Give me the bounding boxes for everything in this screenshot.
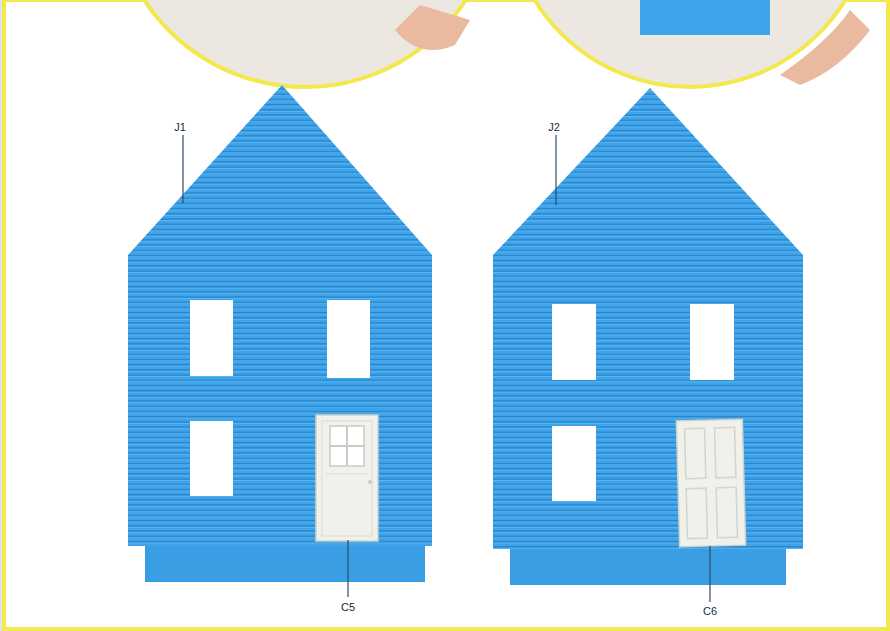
frame xyxy=(4,0,888,629)
door-c5 xyxy=(316,415,378,541)
wall-panel-right xyxy=(493,88,803,585)
part-label: J2 xyxy=(548,121,560,133)
inset-circles xyxy=(113,0,872,87)
leader-lines xyxy=(183,135,710,602)
part-label: C6 xyxy=(703,605,717,617)
wall-panel-left xyxy=(128,85,432,582)
part-label: C5 xyxy=(341,601,355,613)
door-c6 xyxy=(676,419,745,547)
part-label: J1 xyxy=(174,121,186,133)
